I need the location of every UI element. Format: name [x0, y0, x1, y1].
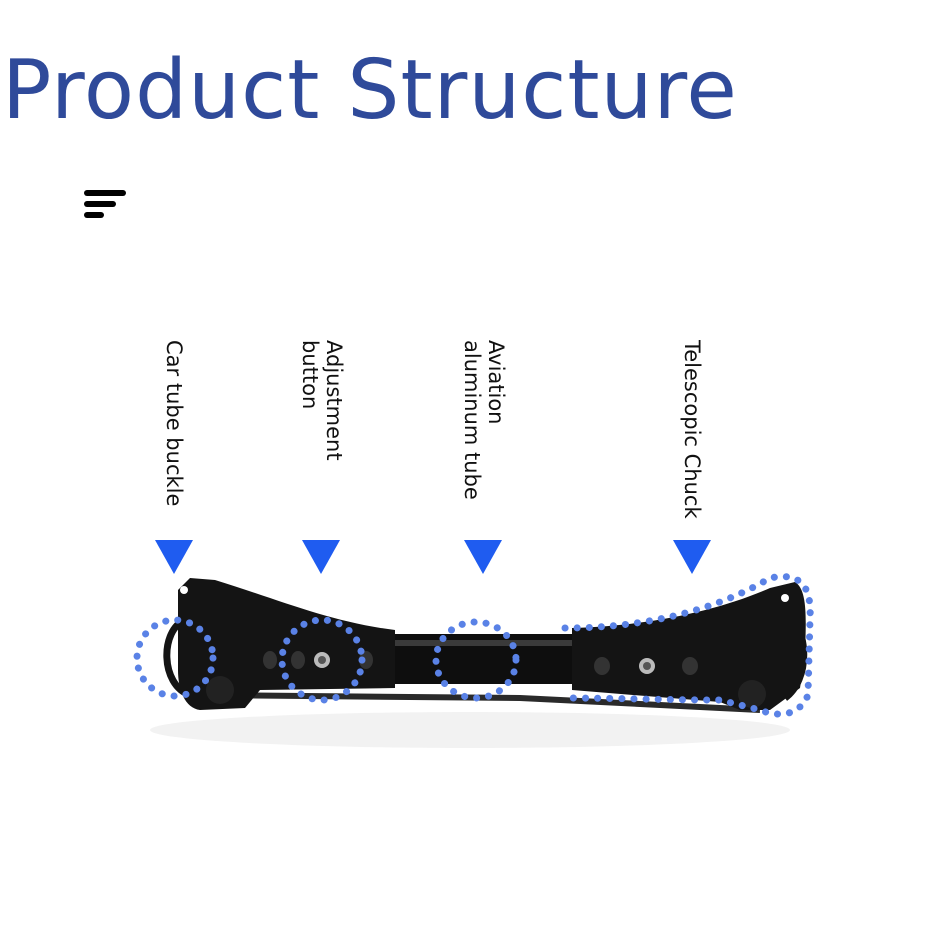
product-illustration	[133, 573, 814, 748]
down-triangle-icon	[464, 540, 502, 574]
menu-lines-icon	[84, 190, 126, 218]
label-telescopic-chuck: Telescopic Chuck	[680, 340, 704, 519]
down-triangle-icon	[155, 540, 193, 574]
page-title: Product Structure	[2, 43, 738, 138]
label-car-tube-buckle: Car tube buckle	[162, 340, 186, 507]
down-triangle-icon	[673, 540, 711, 574]
down-triangle-icon	[302, 540, 340, 574]
